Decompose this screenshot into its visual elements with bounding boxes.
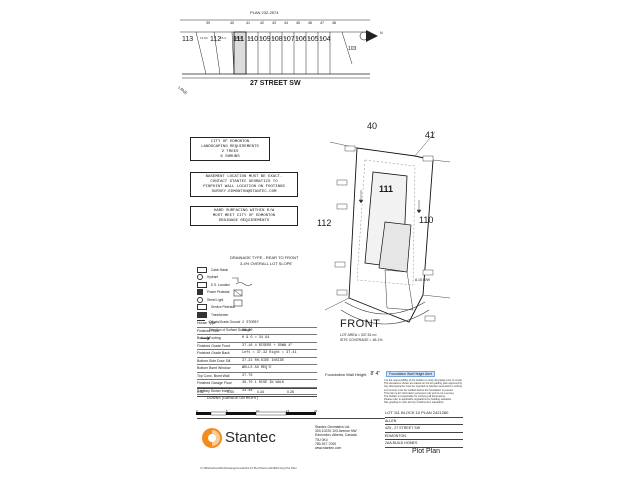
scale-bar: 0 5 10 15 20 [196,404,321,416]
lower-lot-107: 107 [283,36,295,43]
disclaimer-notes: It is the responsibility of the builder … [384,379,462,405]
lower-lot-111: 111 [233,36,244,43]
foundation-value: 8' 4" [370,371,381,377]
svg-text:LANE: LANE [177,85,188,96]
svg-text:10.3: 10.3 [236,36,242,40]
upper-lot-39: 39 [206,21,210,25]
lower-lot-104: 104 [319,36,331,43]
footer-path: V:\1562\active\2624\drawings\model\24-13… [200,466,297,470]
svg-text:9.2: 9.2 [260,36,265,40]
drainage-type: DRAINAGE TYPE - REAR TO FRONT [230,255,299,260]
plot-plan: 40 41 112 110 111 8.15 R/W [315,120,451,350]
row-label: 8.15 R/W [415,278,430,282]
svg-text:9.2: 9.2 [320,36,325,40]
hard-surfacing-note: HARD SURFACING WITHIN R/W MUST MEET CITY… [190,206,298,226]
stantec-logo-icon [202,428,222,448]
upper-lot-46: 46 [308,21,312,25]
lower-lot-113: 113 [182,36,194,43]
lower-lot-110: 110 [247,36,259,43]
neighbor-lot-112: 112 [317,218,332,228]
legend-item: Power Pedestal [197,289,257,297]
key-plan-subject-lot [233,31,247,75]
foundation-row: Foundation Wall Height 8' 4" Foundation … [325,370,460,378]
company-address: Stantec Geomatics Ltd. 300-10220 103 Ave… [315,425,357,451]
svg-text:9.2: 9.2 [272,36,277,40]
upper-lot-45: 45 [296,21,300,25]
key-plan-drawing: 13.53 15.4 10.3 9.2 9.2 9.2 9.2 9.2 9.2 9.2 LA… [177,19,378,96]
lower-lot-106: 106 [295,36,307,43]
neighbor-lot-110: 110 [419,215,434,225]
neighbor-lot-41: 41 [425,130,436,140]
upper-lot-48: 48 [332,21,336,25]
company-block: Stantec Stantec Geomatics Ltd. 300-10220… [197,418,385,461]
svg-text:9.2: 9.2 [308,36,313,40]
scale-bar-graphic [196,411,316,416]
neighbor-lot-40: 40 [367,121,378,131]
drainage-slope: 3-4% OVERALL LOT SLOPE [240,261,293,266]
upper-lot-42: 42 [260,21,264,25]
basement-note: BASEMENT LOCATION MUST BE EXACT. CONTACT… [190,172,298,197]
garage-footprint [378,221,412,273]
lower-lot-105: 105 [307,36,319,43]
legend-symbols [232,277,253,307]
legal-description: LOT 111 BLOCK 10 PLAN 2421280 [385,410,463,418]
legend-item: Catch Basin [197,266,257,274]
legend-item: Service Pedestal [197,304,257,312]
lower-lot-112: 112 [210,36,222,43]
svg-text:9.2: 9.2 [296,36,301,40]
svg-text:15.4: 15.4 [220,36,226,40]
key-plan: 13.53 15.4 10.3 9.2 9.2 9.2 9.2 9.2 9.2 9.2 LA… [170,10,390,97]
landscaping-note: CITY OF EDMONTON LANDSCAPING REQUIREMENT… [190,137,270,161]
downs-row: 0.32 0.30 0.34 0.26 [197,388,317,397]
upper-lot-47: 47 [320,21,324,25]
legend-item: Street Light [197,296,257,304]
lot-area: LOT AREA = 337.51 m² [340,333,377,337]
site-coverage: SITE COVERAGE = 46.1% [340,338,383,342]
plan-label: PLAN 232-2574 [250,10,279,15]
legend-item: E.S. Location [197,281,257,289]
company-name: Stantec [225,429,276,446]
svg-text:13.53: 13.53 [200,36,208,40]
lower-lot-109: 109 [259,36,271,43]
legend-item: Offsets/Grade Ground [197,319,257,327]
upper-lot-43: 43 [272,21,276,25]
north-arrow-icon [366,30,378,42]
north-label: N [380,31,383,35]
lower-lot-108: 108 [271,36,283,43]
foundation-note: Foundation Wall Height Alert [386,371,435,377]
lower-lot-103: 103 [348,46,357,52]
upper-lot-40: 40 [230,21,234,25]
doc-title: Plot Plan [412,448,441,455]
subject-lot-number: 111 [379,184,394,194]
svg-text:9.2: 9.2 [284,36,289,40]
street-label: 27 STREET SW [250,80,301,87]
downs-label: DOWNS (GARAGE ON RIGHT) [207,396,259,400]
plot-plan-drawing [324,131,451,325]
svg-text:9.2: 9.2 [248,36,253,40]
legend: Catch Basin Hydrant E.S. Location Power … [197,266,257,345]
legend-item: Hydrant [197,274,257,282]
title-block: LOT 111 BLOCK 10 PLAN 2421280 ALLEN 425 … [385,410,463,448]
upper-lot-44: 44 [284,21,288,25]
upper-lot-41: 41 [246,21,250,25]
legend-item: Transformer [197,311,257,319]
front-label: FRONT [340,318,381,330]
